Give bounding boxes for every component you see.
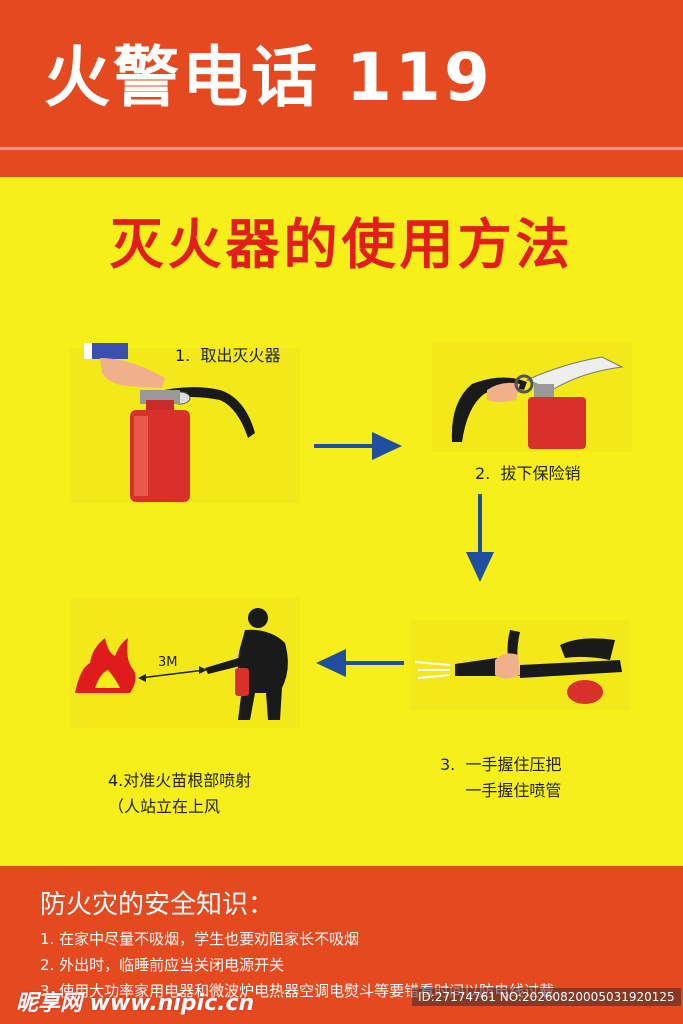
site-watermark: 昵享网 www.nipic.cn (16, 991, 255, 1016)
step2-illustration (432, 342, 632, 452)
step3-label: 3. 一手握住压把 一手握住喷管 (440, 755, 562, 800)
step4-illustration: 3M (70, 598, 300, 728)
step1-label: 1. 取出灭火器 (175, 346, 281, 365)
step3-illustration (410, 620, 630, 710)
step4-label: 4.对准火苗根部喷射 （人站立在上风 (108, 771, 252, 816)
arrow-down-icon (466, 494, 494, 582)
page-title: 灭火器的使用方法 (109, 213, 574, 276)
image-id-stamp: ID:27174761 NO:20260820005031920125 (412, 988, 681, 1006)
header-banner: 火警电话 119 (0, 0, 683, 147)
step1-illustration (70, 343, 300, 503)
safety-tip-1: 1. 在家中尽量不吸烟，学生也要劝阻家长不吸烟 (40, 930, 360, 948)
header-band (0, 150, 683, 177)
fire-hotline-title: 火警电话 119 (44, 39, 493, 116)
distance-label: 3M (158, 655, 178, 670)
arrow-left-icon (316, 649, 404, 677)
safety-tip-2: 2. 外出时，临睡前应当关闭电源开关 (40, 956, 285, 974)
step2-label: 2. 拔下保险销 (475, 464, 581, 483)
arrow-right-icon (314, 432, 402, 460)
header-divider (0, 147, 683, 150)
safety-knowledge-title: 防火灾的安全知识： (40, 890, 275, 920)
